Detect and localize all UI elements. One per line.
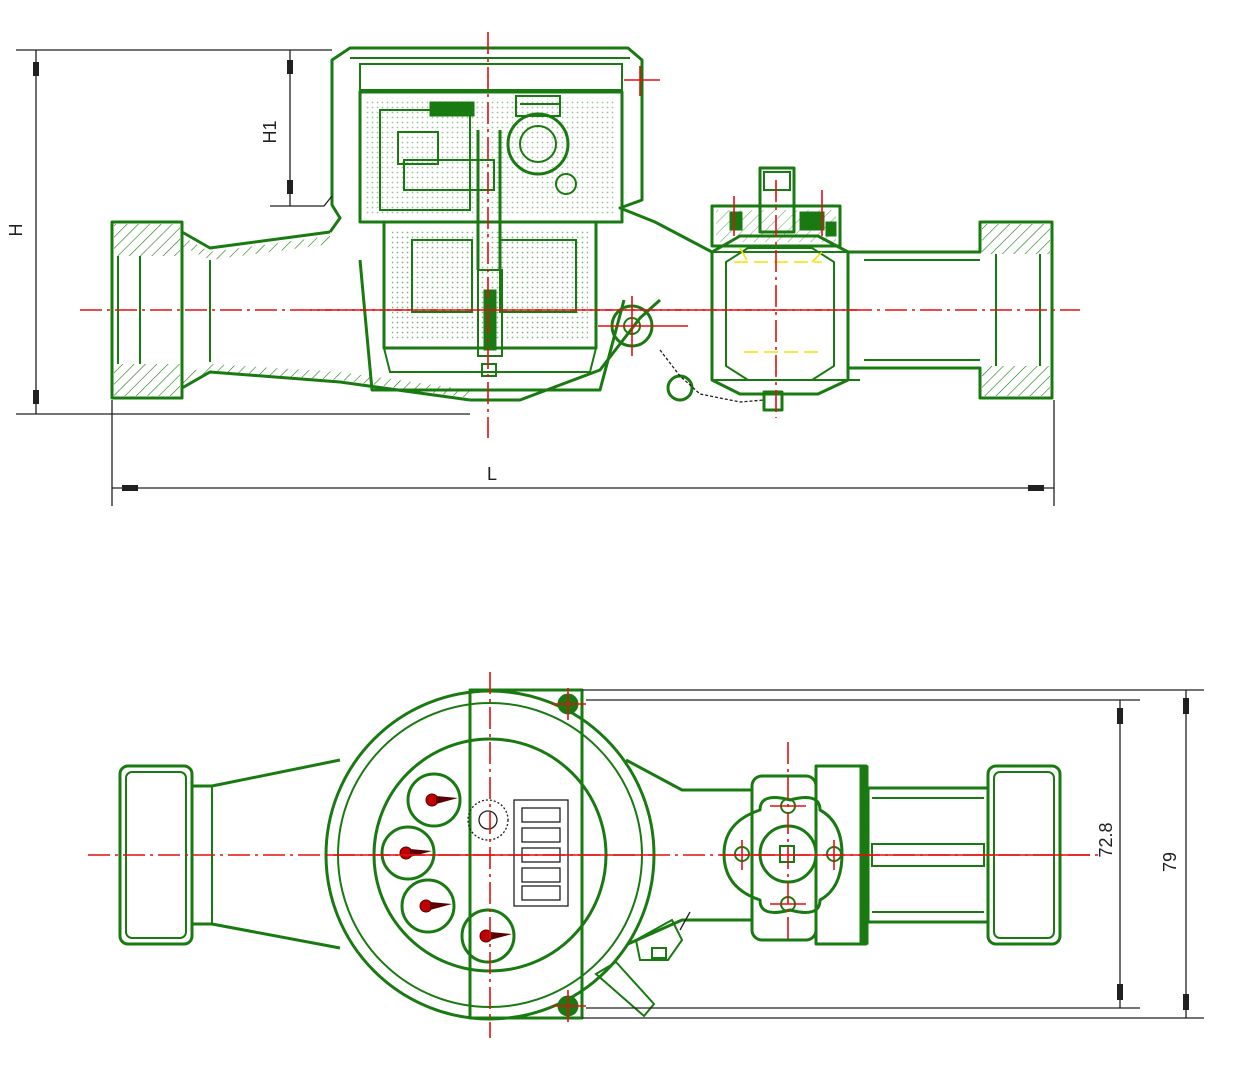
side-centerlines bbox=[80, 32, 1080, 438]
length-label: L bbox=[487, 464, 497, 484]
dimension-79: 79 bbox=[582, 689, 1204, 1019]
height-sub-label: H1 bbox=[260, 120, 280, 143]
top-inlet-end bbox=[118, 758, 341, 950]
side-section-view: H H1 L bbox=[6, 32, 1080, 506]
dimension-h1: H1 bbox=[260, 50, 293, 206]
dimension-l: L bbox=[111, 400, 1055, 506]
outer-width-label: 79 bbox=[1160, 852, 1180, 872]
top-neck bbox=[594, 758, 752, 1018]
top-centerlines bbox=[88, 672, 1100, 1038]
dimension-h: H bbox=[6, 49, 470, 415]
inner-width-label: 72.8 bbox=[1096, 822, 1116, 857]
top-view: 72.8 79 bbox=[88, 672, 1204, 1038]
meter-body bbox=[270, 46, 713, 402]
height-label: H bbox=[6, 224, 26, 237]
dimension-72-8: 72.8 bbox=[586, 699, 1140, 1009]
